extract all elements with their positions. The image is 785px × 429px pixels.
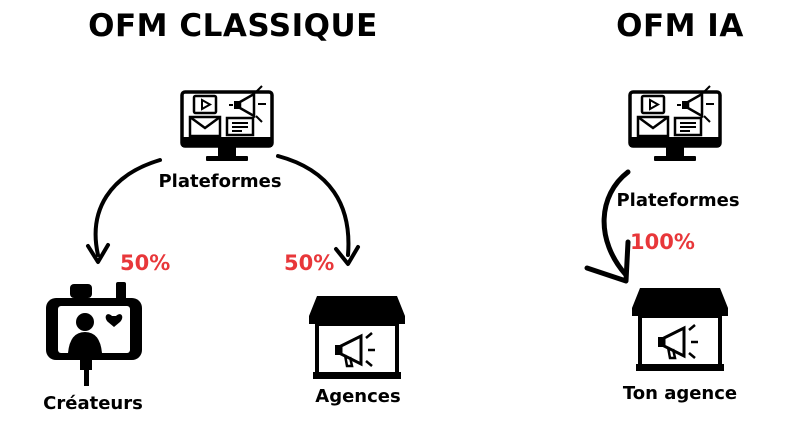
computer-marketing-icon <box>628 84 722 163</box>
arrow-to-agencies <box>276 154 360 266</box>
creators-share: 50% <box>120 251 171 275</box>
left-platforms-label: Plateformes <box>158 171 282 192</box>
agency-share: 100% <box>630 230 695 254</box>
agencies-share: 50% <box>284 251 335 275</box>
shop-megaphone-icon <box>307 294 407 381</box>
your-agency-label: Ton agence <box>622 383 738 404</box>
right-platforms-label: Plateformes <box>616 190 740 211</box>
agencies-label: Agences <box>315 386 401 407</box>
creators-label: Créateurs <box>43 393 143 414</box>
right-section-title: OFM IA <box>616 8 744 44</box>
left-section-title: OFM CLASSIQUE <box>88 8 378 44</box>
computer-marketing-icon <box>180 84 274 163</box>
shop-megaphone-icon <box>630 286 730 373</box>
arrow-to-creators <box>86 158 162 264</box>
arrow-to-agency <box>584 169 631 284</box>
phone-selfie-creator-icon <box>46 282 142 386</box>
